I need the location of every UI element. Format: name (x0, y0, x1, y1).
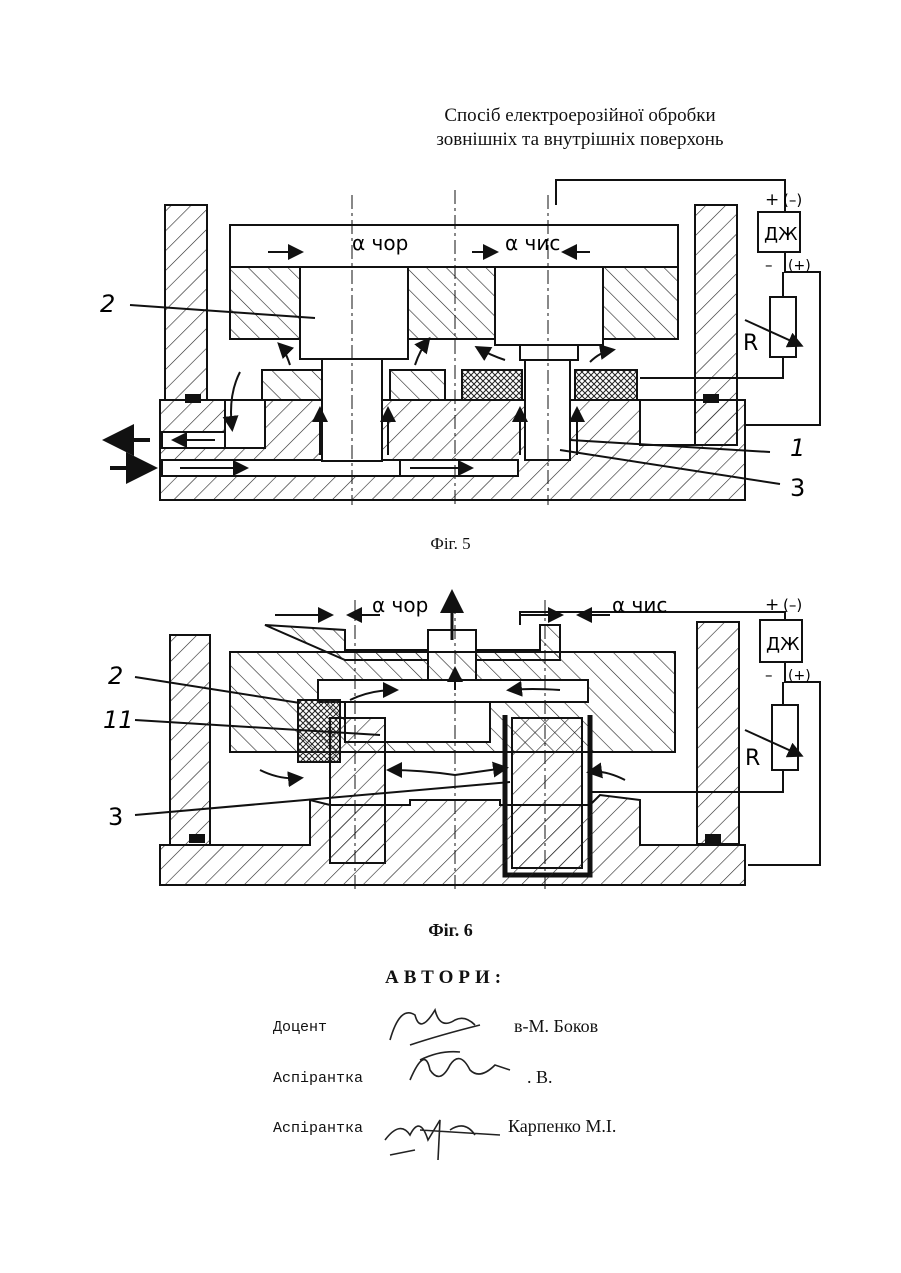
author-3-role: Аспірантка (273, 1120, 363, 1137)
fig6-plus: + (765, 595, 779, 615)
fig5-gap-right-label: α чис (505, 231, 560, 255)
figure-5-diagram: α чор α чис + (–) ДЖ – (+) R 2 1 3 (0, 170, 901, 515)
authors-heading: АВТОРИ: (385, 967, 506, 989)
signature-3 (380, 1100, 510, 1165)
fig5-plus: + (765, 190, 779, 210)
fig5-minus: – (765, 256, 773, 274)
author-1-name: в-М. Боков (514, 1016, 598, 1037)
fig6-resistor-label: R (745, 746, 760, 771)
fig6-part-11: 11 (103, 706, 134, 734)
document-title: Спосіб електроерозійної обробки зовнішні… (380, 104, 780, 152)
fig5-plus-paren: (+) (788, 258, 811, 274)
fig6-part-3: 3 (108, 803, 123, 831)
fig5-part-1: 1 (790, 434, 805, 462)
author-3-name: Карпенко М.І. (508, 1116, 616, 1137)
figure-6-diagram: α чор α чис + (–) ДЖ – (+) R 2 11 3 (0, 578, 901, 890)
fig5-gap-left-label: α чор (352, 231, 408, 255)
author-2-role: Аспірантка (273, 1070, 363, 1087)
signature-2 (400, 1040, 520, 1095)
fig5-minus-paren: (–) (783, 191, 802, 209)
fig6-gap-right-label: α чис (612, 593, 667, 617)
fig5-caption: Фіг. 5 (0, 534, 901, 554)
fig6-minus: – (765, 666, 773, 684)
fig6-caption: Фіг. 6 (0, 920, 901, 941)
title-line-2: зовнішніх та внутрішніх поверхонь (380, 128, 780, 152)
fig6-source-label: ДЖ (766, 634, 800, 655)
fig5-part-3: 3 (790, 474, 805, 502)
fig5-resistor-label: R (743, 331, 758, 356)
fig6-minus-paren: (–) (783, 596, 802, 614)
title-line-1: Спосіб електроерозійної обробки (380, 104, 780, 128)
fig6-plus-paren: (+) (788, 668, 811, 684)
fig6-part-2: 2 (108, 662, 123, 690)
author-1-role: Доцент (273, 1019, 327, 1036)
fig5-part-2: 2 (100, 290, 115, 318)
fig6-gap-left-label: α чор (372, 593, 428, 617)
fig5-source-label: ДЖ (764, 224, 798, 245)
author-2-name: . В. (527, 1067, 553, 1088)
